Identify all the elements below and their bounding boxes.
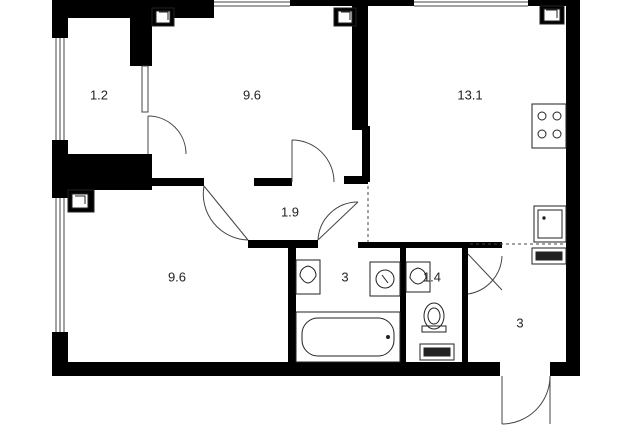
windows bbox=[55, 1, 528, 332]
room-area-hallway: 1.9 bbox=[281, 204, 299, 219]
bath-sink-icon bbox=[295, 259, 321, 295]
room-area-bathroom: 3 bbox=[341, 269, 348, 284]
bathtub-icon bbox=[295, 311, 401, 363]
stove-icon bbox=[531, 103, 567, 149]
room-area-bedroom-top: 9.6 bbox=[243, 87, 261, 102]
room-area-bedroom-bottom: 9.6 bbox=[168, 269, 186, 284]
kitchen-sink-icon bbox=[533, 205, 567, 243]
room-area-balcony: 1.2 bbox=[90, 87, 108, 102]
walls bbox=[52, 0, 580, 376]
washing-machine-icon bbox=[369, 261, 401, 297]
toilet-sink-icon bbox=[405, 261, 431, 293]
radiator-icon bbox=[67, 5, 565, 213]
fridge-icon bbox=[531, 247, 567, 265]
room-labels: 1.2 9.6 13.1 1.9 9.6 3 1.4 3 bbox=[90, 87, 524, 330]
room-area-toilet: 1.4 bbox=[423, 269, 441, 284]
doors bbox=[147, 115, 566, 425]
room-area-kitchen-living: 13.1 bbox=[457, 87, 482, 102]
room-area-entrance-hall: 3 bbox=[516, 315, 523, 330]
toilet-icon bbox=[419, 302, 455, 361]
